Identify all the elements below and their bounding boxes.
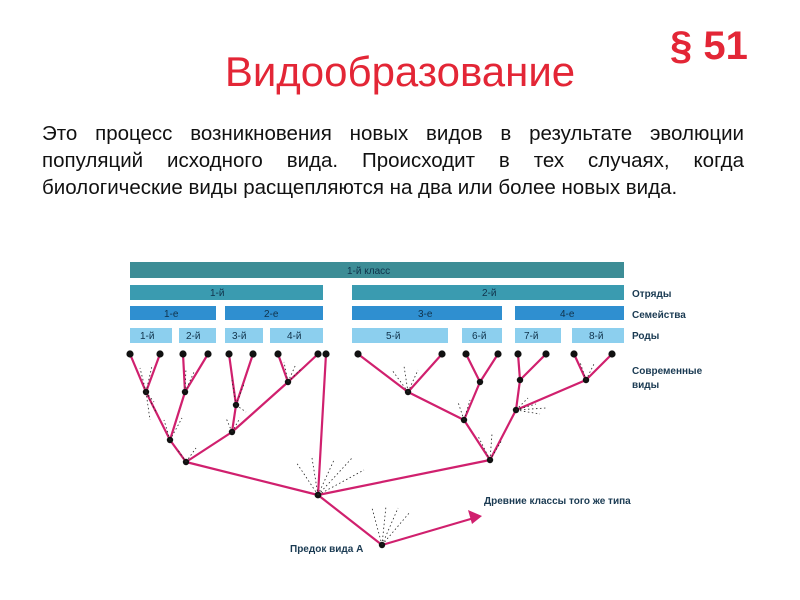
species-side-label-line2: виды	[632, 380, 659, 391]
genus-bar-6	[462, 328, 502, 343]
genus-bar-8-label: 8-й	[589, 331, 603, 342]
order-bar-2	[352, 285, 624, 300]
family-bar-2	[225, 306, 323, 320]
genera-side-label: Роды	[632, 331, 659, 342]
class-bar-label: 1-й класс	[347, 266, 390, 277]
slide-title: Видообразование	[224, 48, 576, 95]
tree-branches	[128, 352, 614, 547]
ancient-classes-label: Древние классы того же типа	[484, 496, 631, 507]
genus-bar-8	[572, 328, 624, 343]
families-side-label: Семейства	[632, 310, 686, 321]
section-number: § 51	[670, 24, 748, 68]
family-bar-3-label: 3-е	[418, 309, 433, 320]
genus-bar-3	[225, 328, 263, 343]
class-bar	[130, 262, 624, 278]
order-bar-2-label: 2-й	[482, 288, 496, 299]
species-side-label-line1: Современные	[632, 366, 703, 377]
definition-paragraph: Это процесс возникновения новых видов в …	[42, 122, 744, 199]
family-bar-3	[352, 306, 502, 320]
genus-bar-3-label: 3-й	[232, 331, 246, 342]
genus-bar-1	[130, 328, 172, 343]
family-bar-4-label: 4-е	[560, 309, 575, 320]
genus-bar-2	[179, 328, 216, 343]
family-bar-1-label: 1-е	[164, 309, 179, 320]
branching-nodes	[142, 376, 590, 549]
orders-side-label: Отряды	[632, 289, 671, 300]
genus-bar-2-label: 2-й	[186, 331, 200, 342]
order-bar-1-label: 1-й	[210, 288, 224, 299]
genus-bar-1-label: 1-й	[140, 331, 154, 342]
genus-bar-7-label: 7-й	[524, 331, 538, 342]
family-bar-2-label: 2-е	[264, 309, 279, 320]
genus-bar-7	[515, 328, 561, 343]
genus-bar-5-label: 5-й	[386, 331, 400, 342]
ancestor-label: Предок вида А	[290, 544, 363, 555]
genus-bar-4	[270, 328, 323, 343]
genus-bar-6-label: 6-й	[472, 331, 486, 342]
extinct-lineages	[139, 361, 595, 546]
modern-species-nodes	[126, 350, 616, 358]
order-bar-1	[130, 285, 323, 300]
genus-bar-4-label: 4-й	[287, 331, 301, 342]
genus-bar-5	[352, 328, 448, 343]
family-bar-1	[130, 306, 216, 320]
family-bar-4	[515, 306, 624, 320]
ancient-classes-arrowhead	[468, 510, 482, 524]
